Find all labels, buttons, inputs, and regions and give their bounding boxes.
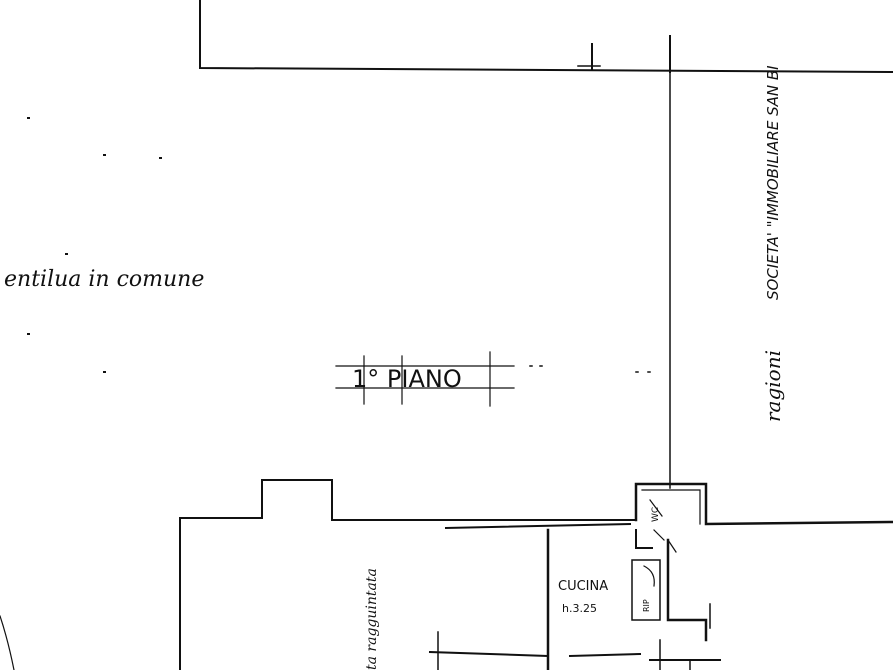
room-wall-note: ta ragguintata xyxy=(364,568,380,670)
upper-building-outline xyxy=(199,0,893,74)
left-arc xyxy=(0,615,15,670)
specks xyxy=(27,117,162,373)
lower-building-outline xyxy=(179,479,637,670)
kitchen-closet xyxy=(631,559,661,621)
kitchen-right-wall xyxy=(666,538,708,642)
stair-inner xyxy=(641,489,701,525)
floor-label-frame xyxy=(335,351,515,407)
room-kitchen-label: CUCINA xyxy=(558,579,608,594)
room-kitchen-height: h.3.25 xyxy=(562,602,597,615)
stair-block xyxy=(634,482,893,526)
bottom-wall xyxy=(428,650,721,661)
wc-label: WC xyxy=(651,507,661,522)
neighbor-note-main: SOCIETA' "IMMOBILIARE SAN BI xyxy=(764,65,782,300)
stair-marks xyxy=(649,499,677,553)
floor-label-dots xyxy=(529,365,651,373)
door-swing xyxy=(643,565,655,587)
corridor-wall xyxy=(444,522,632,530)
wc-partition xyxy=(635,529,653,549)
bottom-tick-2 xyxy=(659,639,691,670)
neighbor-note-prefix: ragioni xyxy=(761,350,785,422)
floor-label: 1° PIANO xyxy=(352,365,462,393)
closet-label: RIP xyxy=(642,599,651,612)
courtyard-note: entilua in comune xyxy=(4,267,204,292)
